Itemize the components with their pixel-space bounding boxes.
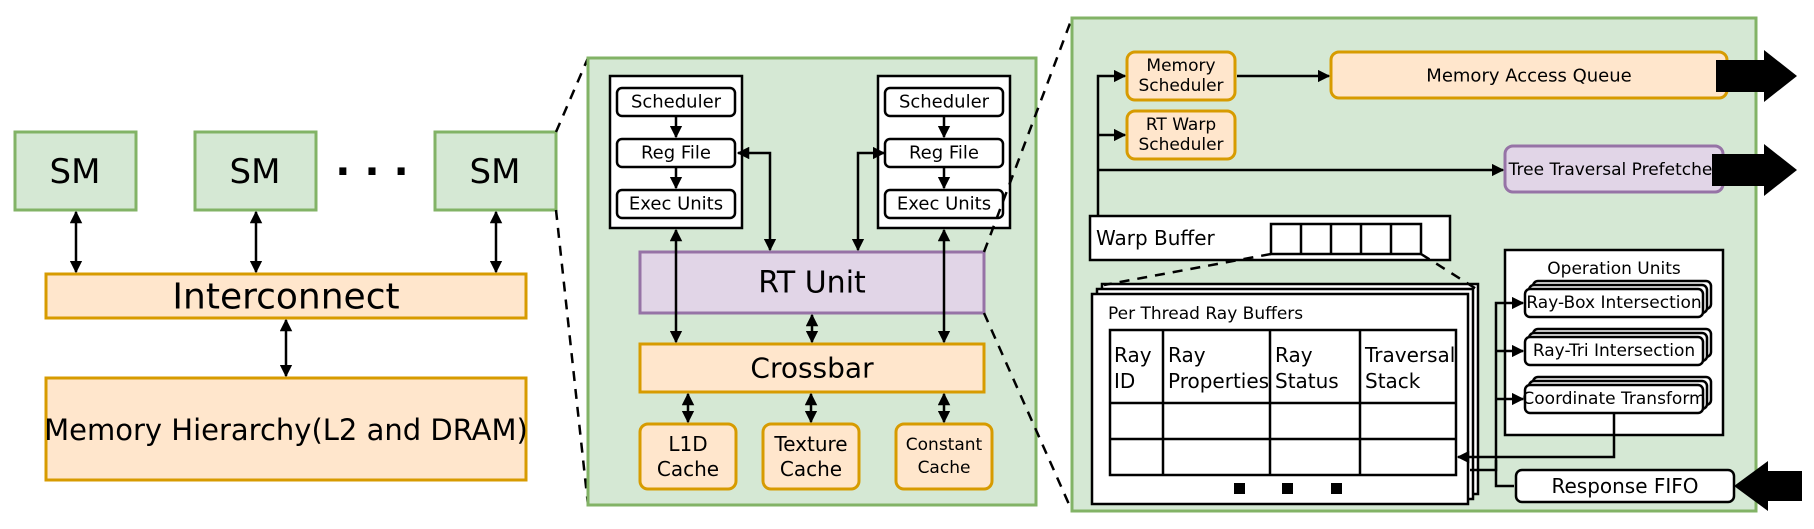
ellipsis-dot-2: [1282, 483, 1293, 494]
prefetcher-output-arrow-icon: [1712, 144, 1797, 196]
memory-scheduler-line-2: Scheduler: [1138, 76, 1223, 96]
col-ray-properties-line-1: Ray: [1168, 343, 1206, 367]
texture-cache-block: [761, 422, 861, 491]
col-ray-status-line-1: Ray: [1275, 343, 1313, 367]
bus-to-memory-scheduler-arrow: [1096, 69, 1127, 230]
warp-buffer-label: Warp Buffer: [1096, 226, 1216, 250]
ray-buffer-front: [1090, 292, 1470, 506]
texture-cache-line-2: Cache: [780, 457, 842, 481]
l1d-cache-block: [638, 422, 738, 491]
ray-buffers-title: Per Thread Ray Buffers: [1108, 304, 1303, 324]
response-fifo-input-arrow-icon: [1734, 461, 1802, 511]
response-fifo-label: Response FIFO: [1551, 474, 1698, 498]
exec-units-left: [615, 188, 737, 220]
coord-transform-to-buffer-arrow: [1456, 414, 1616, 464]
sm-label-3: SM: [470, 152, 521, 192]
warp-buffer-slots: [1269, 222, 1423, 256]
exec-units-left-label: Exec Units: [629, 194, 723, 215]
col-ray-id-line-1: Ray: [1114, 343, 1152, 367]
fifo-to-bus-connector: [1494, 460, 1514, 488]
warp-slot-zoom-right: [1420, 252, 1479, 292]
zoom-line-bottom-2: [982, 312, 1074, 512]
rt-warp-scheduler-line-1: RT Warp: [1146, 115, 1216, 135]
rt-detail-panel: Memory Scheduler RT Warp Scheduler Memor…: [1070, 16, 1802, 513]
interconnect-block: [44, 272, 528, 320]
overview-panel: SM SM · · · SM Interconnect Memory Hiera…: [13, 130, 558, 482]
col-traversal-stack-line-2: Stack: [1365, 369, 1421, 393]
scheduler-right-label: Scheduler: [899, 92, 990, 113]
ellipsis-dot-3: [1331, 483, 1342, 494]
interconnect-label: Interconnect: [172, 277, 399, 318]
tree-traversal-prefetcher-label: Tree Traversal Prefetcher: [1508, 160, 1720, 180]
operation-units-title: Operation Units: [1547, 259, 1681, 279]
exec-units-right-label: Exec Units: [897, 194, 991, 215]
sm-block-2: [193, 130, 318, 212]
zoom-line-bottom-1: [554, 209, 590, 506]
col-ray-status-line-2: Status: [1275, 369, 1339, 393]
rt-unit-block: [638, 250, 986, 315]
constant-cache-line-2: Cache: [918, 458, 971, 478]
sm-ellipsis: · · ·: [335, 149, 408, 195]
reg-right-rt-arrow: [851, 146, 886, 252]
memory-hierarchy-label: Memory Hierarchy(L2 and DRAM): [44, 413, 528, 447]
texture-cache-line-1: Texture: [773, 432, 847, 456]
ellipsis-dot-1: [1234, 483, 1245, 494]
memory-scheduler-line-1: Memory: [1146, 56, 1215, 76]
scheduler-left-label: Scheduler: [631, 92, 722, 113]
reg-left-rt-arrow: [736, 146, 777, 252]
memory-queue-output-arrow-icon: [1716, 50, 1797, 102]
rt-warp-scheduler-line-2: Scheduler: [1138, 135, 1223, 155]
crossbar-label: Crossbar: [750, 352, 874, 385]
reg-file-right-label: Reg File: [909, 143, 979, 164]
rt-unit-label: RT Unit: [758, 266, 866, 301]
sm-label-1: SM: [50, 152, 101, 192]
coordinate-transform-unit: [1523, 383, 1705, 415]
memory-scheduler-block: [1125, 50, 1237, 102]
memory-access-queue-label: Memory Access Queue: [1426, 66, 1631, 87]
l1d-cache-line-1: L1D: [668, 432, 707, 456]
l1d-cache-line-2: Cache: [657, 457, 719, 481]
coordinate-transform-label: Coordinate Transform: [1522, 389, 1705, 409]
ray-tri-intersection-label: Ray-Tri Intersection: [1533, 341, 1695, 361]
sm-detail-panel: Scheduler Reg File Exec Units Scheduler …: [586, 56, 1038, 507]
zoom-line-top-2: [982, 17, 1074, 253]
sm-block-3: [433, 130, 558, 212]
ray-box-intersection-unit: [1523, 287, 1705, 319]
zoom-line-top-1: [554, 57, 590, 133]
ray-table: Ray ID Ray Properties Ray Status Travers…: [1108, 328, 1458, 477]
crossbar-block: [638, 342, 986, 394]
buffer-to-ray-box-arrow: [1470, 296, 1525, 472]
ray-box-intersection-label: Ray-Box Intersection: [1526, 293, 1701, 313]
col-ray-properties-line-2: Properties: [1168, 369, 1269, 393]
reg-file-left-label: Reg File: [641, 143, 711, 164]
sm-label-2: SM: [230, 152, 281, 192]
constant-cache-line-1: Constant: [906, 435, 983, 455]
ray-tri-intersection-unit: [1523, 335, 1705, 367]
sm-block-1: [13, 130, 138, 212]
rt-warp-scheduler-block: [1125, 109, 1237, 161]
col-ray-id-line-2: ID: [1114, 369, 1135, 393]
col-traversal-stack-line-1: Traversal: [1364, 343, 1455, 367]
memory-hierarchy-block: [44, 376, 528, 482]
constant-cache-block: [894, 422, 994, 491]
